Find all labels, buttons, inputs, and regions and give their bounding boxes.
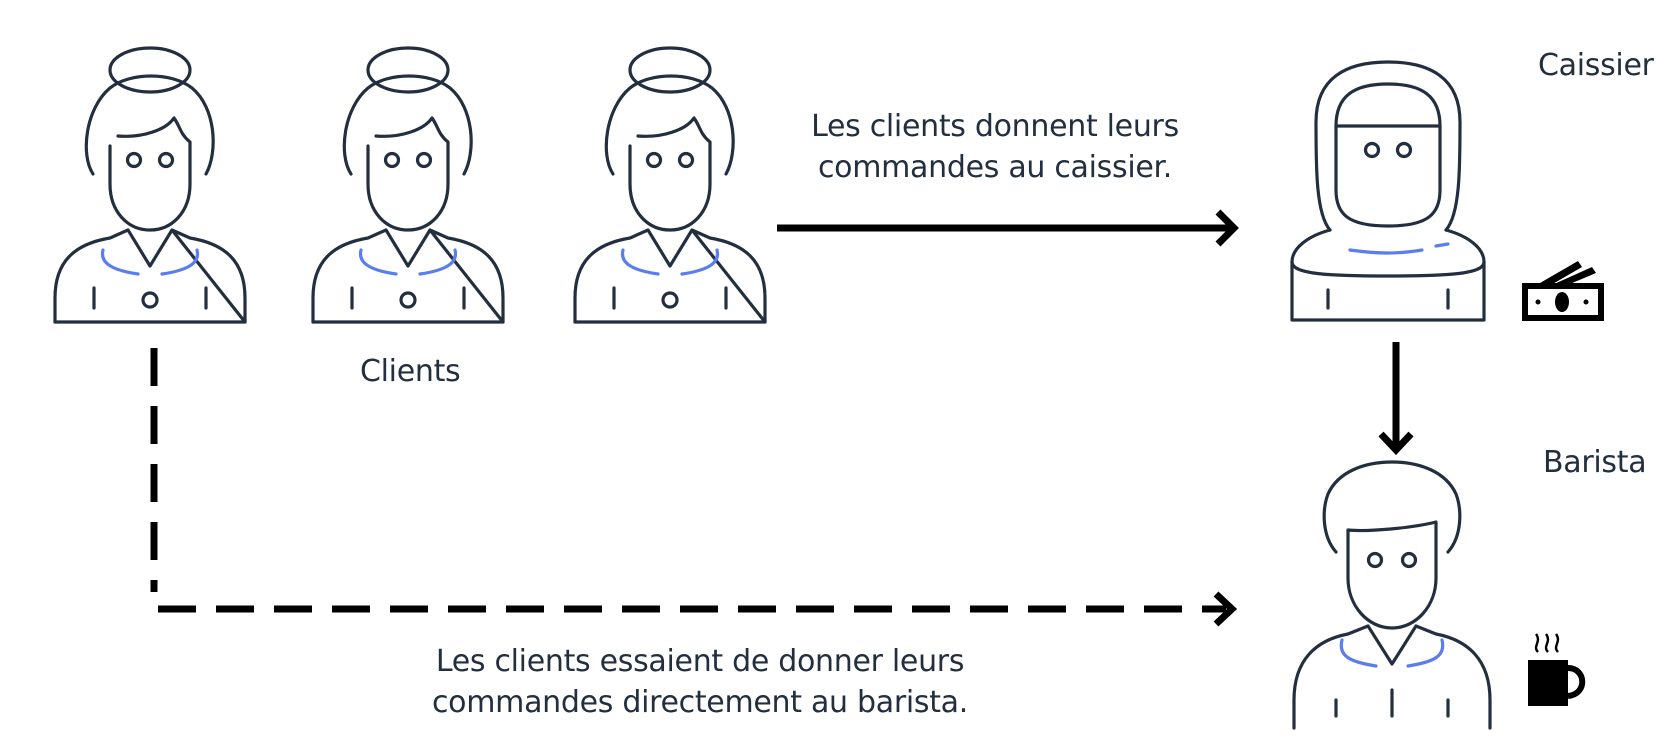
top-message-line-2: commandes au caissier. [817, 150, 1173, 185]
arrow-cashier-to-barista [1378, 342, 1414, 456]
bottom-message-line-1: Les clients essaient de donner leurs [435, 644, 965, 679]
barista-label: Barista [1543, 445, 1647, 480]
customer-icon-2 [311, 46, 505, 324]
bottom-message-line-2: commandes directement au barista. [431, 685, 969, 720]
hooded-person-icon [1290, 60, 1486, 322]
bottom-message: Les clients essaient de donner leurs com… [390, 641, 1010, 723]
top-message: Les clients donnent leurs commandes au c… [735, 106, 1255, 188]
coffee-cup-icon [1528, 633, 1586, 706]
cashier-label: Caissier [1538, 48, 1654, 83]
customers-label: Clients [360, 354, 461, 389]
top-message-line-1: Les clients donnent leurs [811, 109, 1179, 144]
man-person-icon [1292, 460, 1492, 730]
cash-icon [1522, 261, 1604, 321]
arrow-to-cashier [777, 209, 1239, 247]
dashed-arrow-to-barista [150, 348, 1238, 627]
customer-icon-1 [53, 46, 247, 324]
